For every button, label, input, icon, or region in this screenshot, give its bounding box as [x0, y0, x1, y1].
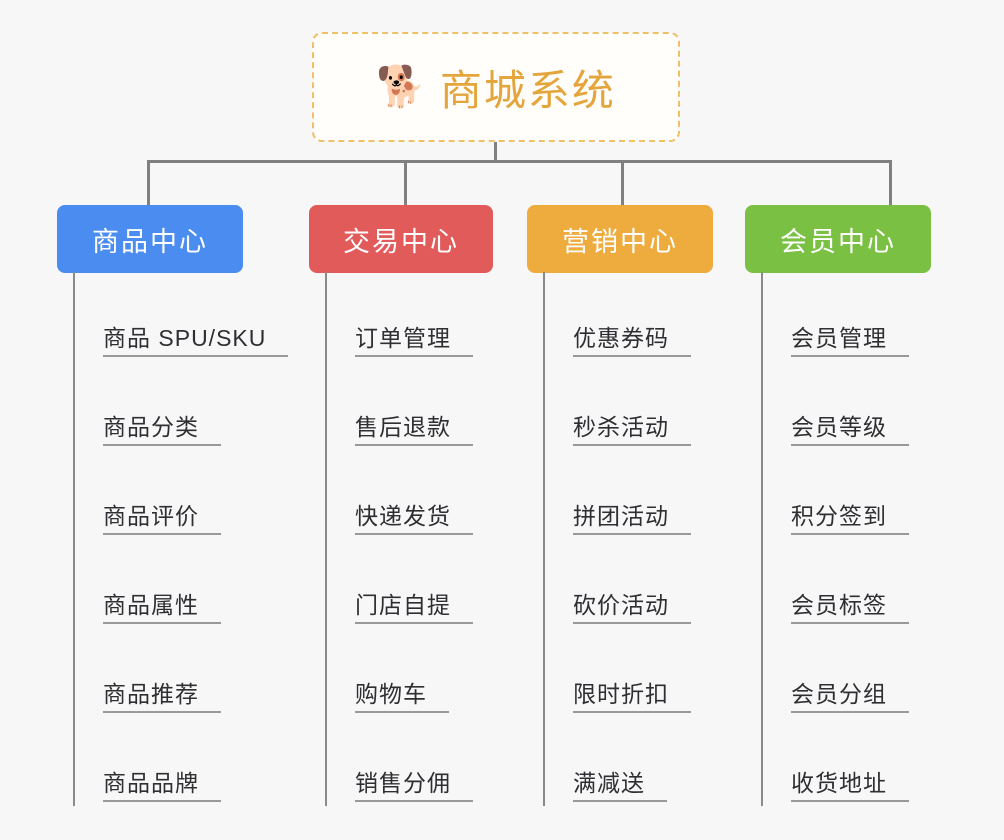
leaf-item[interactable]: 砍价活动	[543, 539, 691, 628]
leaf-label: 会员管理	[791, 325, 909, 357]
leaf-item[interactable]: 订单管理	[325, 272, 473, 361]
leaf-item[interactable]: 购物车	[325, 628, 473, 717]
leaf-label: 门店自提	[355, 592, 473, 624]
leaf-item[interactable]: 拼团活动	[543, 450, 691, 539]
leaf-spine	[325, 272, 327, 806]
connector-horizontal-bus	[147, 160, 892, 163]
leaf-label: 会员标签	[791, 592, 909, 624]
leaf-item[interactable]: 商品 SPU/SKU	[73, 272, 289, 361]
leaf-item[interactable]: 会员管理	[761, 272, 909, 361]
leaf-item[interactable]: 会员分组	[761, 628, 909, 717]
leaf-item[interactable]: 商品推荐	[73, 628, 288, 717]
leaf-item[interactable]: 商品分类	[73, 361, 288, 450]
leaf-label: 商品属性	[103, 592, 221, 624]
leaf-item[interactable]: 会员等级	[761, 361, 909, 450]
leaf-label: 购物车	[355, 681, 449, 713]
leaf-label: 商品推荐	[103, 681, 221, 713]
leaf-item[interactable]: 积分签到	[761, 450, 909, 539]
leaf-spine	[761, 272, 763, 806]
branch-node-product-center[interactable]: 商品中心	[57, 205, 243, 273]
connector-drop-branch-3	[621, 160, 624, 205]
connector-drop-branch-1	[147, 160, 150, 205]
branch-label: 营销中心	[562, 226, 678, 257]
leaf-item[interactable]: 商品品牌	[73, 717, 288, 806]
leaf-item[interactable]: 销售分佣	[325, 717, 473, 806]
branch-node-member-center[interactable]: 会员中心	[745, 205, 931, 273]
leaf-column-member-center: 会员管理 会员等级 积分签到 会员标签 会员分组 收货地址	[761, 272, 909, 806]
leaf-item[interactable]: 门店自提	[325, 539, 473, 628]
branch-node-marketing-center[interactable]: 营销中心	[527, 205, 713, 273]
leaf-label: 秒杀活动	[573, 414, 691, 446]
leaf-label: 订单管理	[355, 325, 473, 357]
leaf-spine	[73, 272, 75, 806]
root-node-shopping-mall-system[interactable]: 🐕 商城系统	[312, 32, 680, 142]
connector-drop-branch-2	[404, 160, 407, 205]
leaf-label: 限时折扣	[573, 681, 691, 713]
leaf-item[interactable]: 满减送	[543, 717, 691, 806]
leaf-item[interactable]: 售后退款	[325, 361, 473, 450]
leaf-label: 售后退款	[355, 414, 473, 446]
leaf-label: 积分签到	[791, 503, 909, 535]
leaf-label: 砍价活动	[573, 592, 691, 624]
leaf-label: 商品评价	[103, 503, 221, 535]
leaf-column-product-center: 商品 SPU/SKU 商品分类 商品评价 商品属性 商品推荐 商品品牌	[73, 272, 289, 806]
leaf-label: 会员等级	[791, 414, 909, 446]
leaf-label: 优惠券码	[573, 325, 691, 357]
leaf-label: 商品 SPU/SKU	[103, 325, 289, 357]
leaf-column-marketing-center: 优惠券码 秒杀活动 拼团活动 砍价活动 限时折扣 满减送	[543, 272, 691, 806]
leaf-label: 拼团活动	[573, 503, 691, 535]
branch-label: 交易中心	[343, 226, 459, 257]
connector-drop-branch-4	[889, 160, 892, 205]
leaf-item[interactable]: 优惠券码	[543, 272, 691, 361]
leaf-item[interactable]: 会员标签	[761, 539, 909, 628]
leaf-column-trade-center: 订单管理 售后退款 快递发货 门店自提 购物车 销售分佣	[325, 272, 473, 806]
branch-label: 会员中心	[780, 226, 896, 257]
leaf-label: 满减送	[573, 770, 667, 802]
leaf-label: 收货地址	[791, 770, 909, 802]
leaf-label: 商品品牌	[103, 770, 221, 802]
leaf-label: 销售分佣	[355, 770, 473, 802]
leaf-item[interactable]: 秒杀活动	[543, 361, 691, 450]
connector-root-stem	[494, 142, 497, 162]
branch-node-trade-center[interactable]: 交易中心	[309, 205, 493, 273]
leaf-label: 会员分组	[791, 681, 909, 713]
leaf-spine	[543, 272, 545, 806]
shiba-dog-face-icon: 🐕	[376, 65, 426, 109]
leaf-item[interactable]: 商品评价	[73, 450, 288, 539]
branch-label: 商品中心	[92, 226, 208, 257]
leaf-item[interactable]: 限时折扣	[543, 628, 691, 717]
leaf-item[interactable]: 商品属性	[73, 539, 288, 628]
root-node-title: 商城系统	[439, 66, 616, 114]
leaf-label: 快递发货	[355, 503, 473, 535]
leaf-item[interactable]: 快递发货	[325, 450, 473, 539]
leaf-label: 商品分类	[103, 414, 221, 446]
leaf-item[interactable]: 收货地址	[761, 717, 909, 806]
